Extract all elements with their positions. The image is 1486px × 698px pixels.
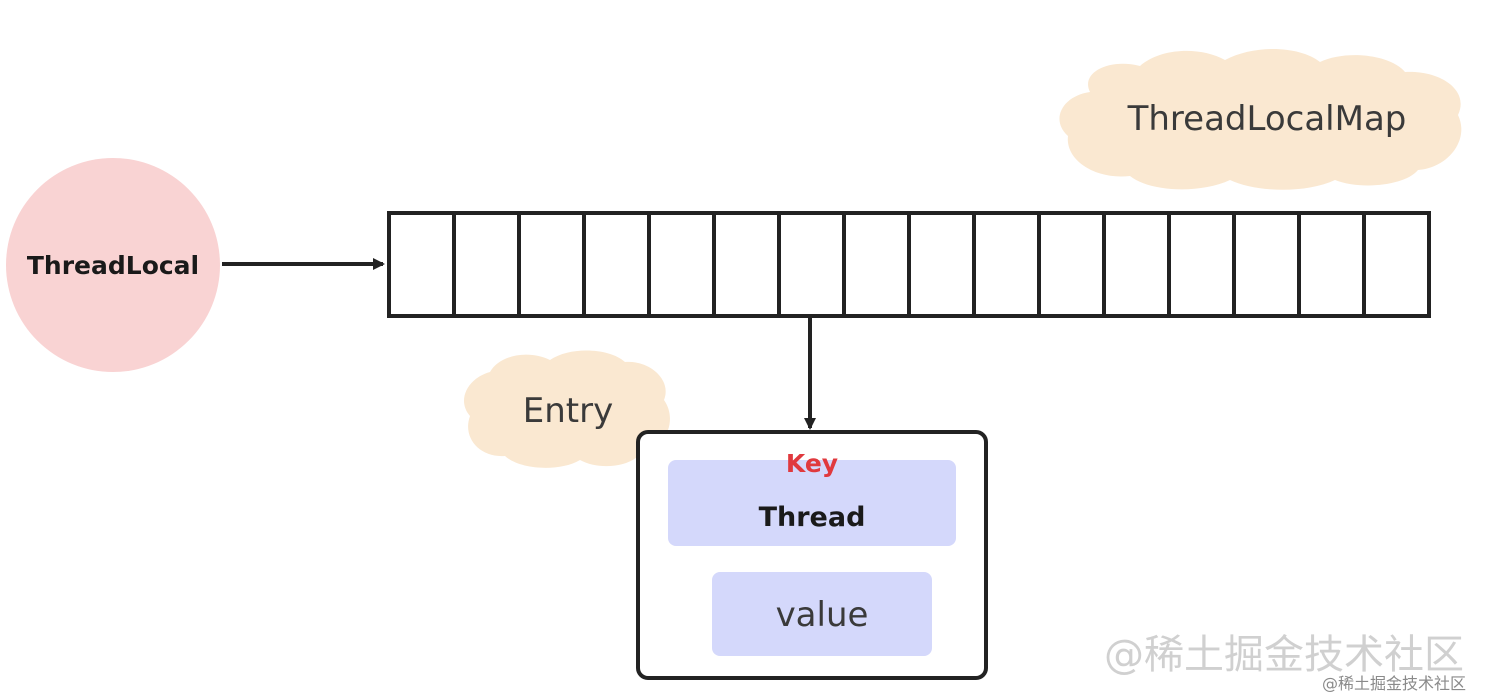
entry-value-label: value — [776, 595, 869, 635]
thread-local-map-label: ThreadLocalMap — [1127, 99, 1407, 139]
thread-local-map-array — [387, 211, 1431, 318]
thread-local-circle — [6, 158, 220, 372]
thread-local-map-cloud-shape — [1059, 48, 1462, 190]
thread-local-node: ThreadLocal — [6, 158, 220, 372]
watermark-overlay-text: @稀土掘金技术社区 — [1321, 674, 1466, 693]
thread-local-label: ThreadLocal — [27, 251, 199, 280]
entry-cloud-shape — [463, 350, 670, 468]
entry-label: Entry — [523, 391, 613, 431]
entry-key-panel — [668, 460, 956, 546]
entry-thread-label: Thread — [759, 502, 866, 533]
entry-value-panel — [712, 572, 932, 656]
entry-key-label: Key — [786, 449, 838, 478]
watermark-text: @稀土掘金技术社区 — [1104, 632, 1464, 678]
thread-local-map-cloud: ThreadLocalMap — [1059, 48, 1462, 190]
entry-cloud: Entry — [463, 350, 670, 468]
entry-box: Key Thread value — [636, 430, 988, 680]
map-slot — [1362, 211, 1431, 318]
